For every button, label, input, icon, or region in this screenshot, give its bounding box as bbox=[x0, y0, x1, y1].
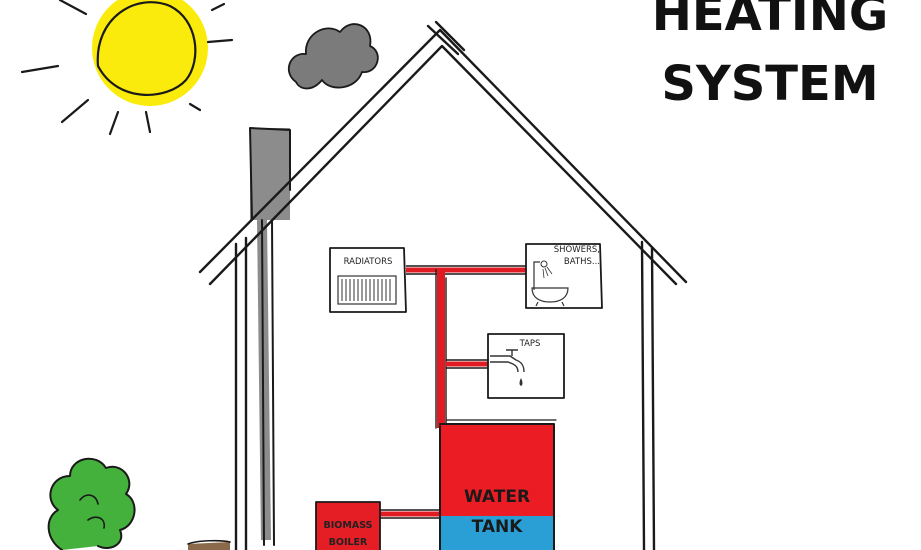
taps-panel: TAPS bbox=[487, 333, 565, 399]
bathtub-icon bbox=[531, 287, 569, 307]
water-tank: WATER TANK bbox=[439, 419, 557, 550]
chimney bbox=[249, 127, 291, 546]
shower-icon bbox=[533, 260, 553, 290]
tap-icon bbox=[490, 349, 525, 386]
showers-label-line-2: BATHS... bbox=[564, 257, 600, 267]
boiler-label-line-2: BOILER bbox=[329, 537, 368, 548]
wood-stump bbox=[187, 539, 231, 550]
tank-label-line-2: TANK bbox=[472, 517, 524, 537]
radiator-icon bbox=[337, 275, 397, 305]
boiler-label-line-1: BIOMASS bbox=[324, 520, 373, 531]
cloud-icon bbox=[287, 23, 379, 90]
showers-baths-panel: SHOWERS, BATHS... bbox=[525, 243, 603, 309]
tank-label-line-1: WATER bbox=[464, 487, 530, 507]
showers-label-line-1: SHOWERS, bbox=[554, 245, 600, 255]
biomass-boiler: BIOMASS BOILER bbox=[315, 501, 381, 550]
taps-label: TAPS bbox=[519, 339, 541, 349]
sun-icon bbox=[20, 0, 234, 136]
pipes bbox=[379, 265, 529, 519]
radiators-panel: RADIATORS bbox=[329, 247, 407, 313]
house-outline bbox=[198, 20, 688, 550]
radiators-label: RADIATORS bbox=[344, 257, 393, 267]
title-line-1: HEATING bbox=[652, 0, 889, 42]
title-line-2: SYSTEM bbox=[661, 56, 878, 112]
tree-icon bbox=[47, 457, 136, 550]
